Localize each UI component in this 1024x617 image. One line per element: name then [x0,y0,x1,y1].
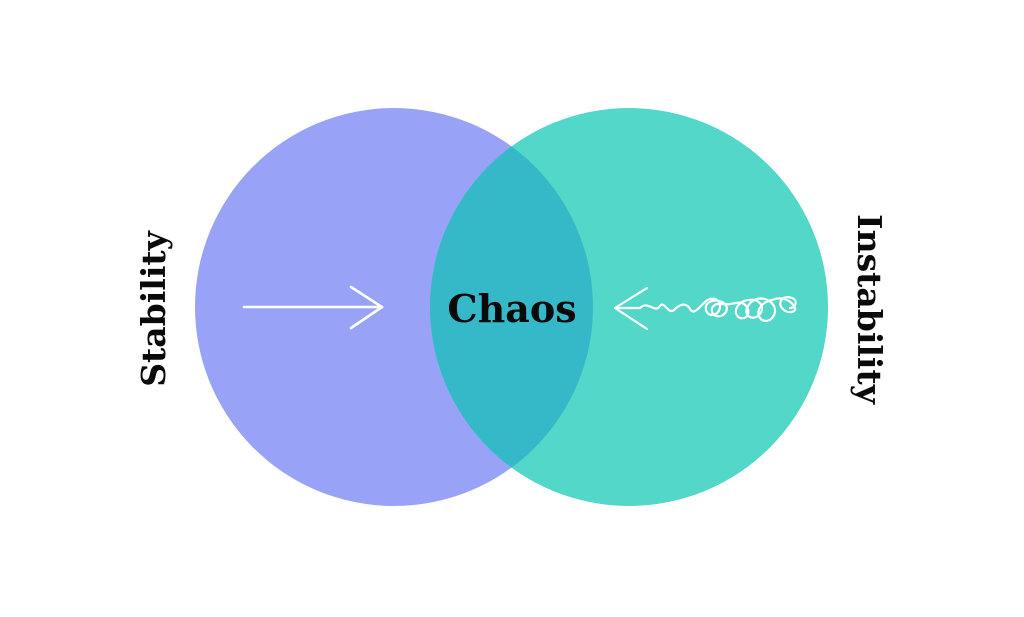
tangled-arrow-left-icon [613,286,797,331]
chaos-overlap [430,108,593,506]
straight-arrow-right-icon [242,285,384,330]
left-label: Stability [134,230,173,386]
right-label: Instability [850,214,889,405]
center-label: Chaos [447,286,576,331]
